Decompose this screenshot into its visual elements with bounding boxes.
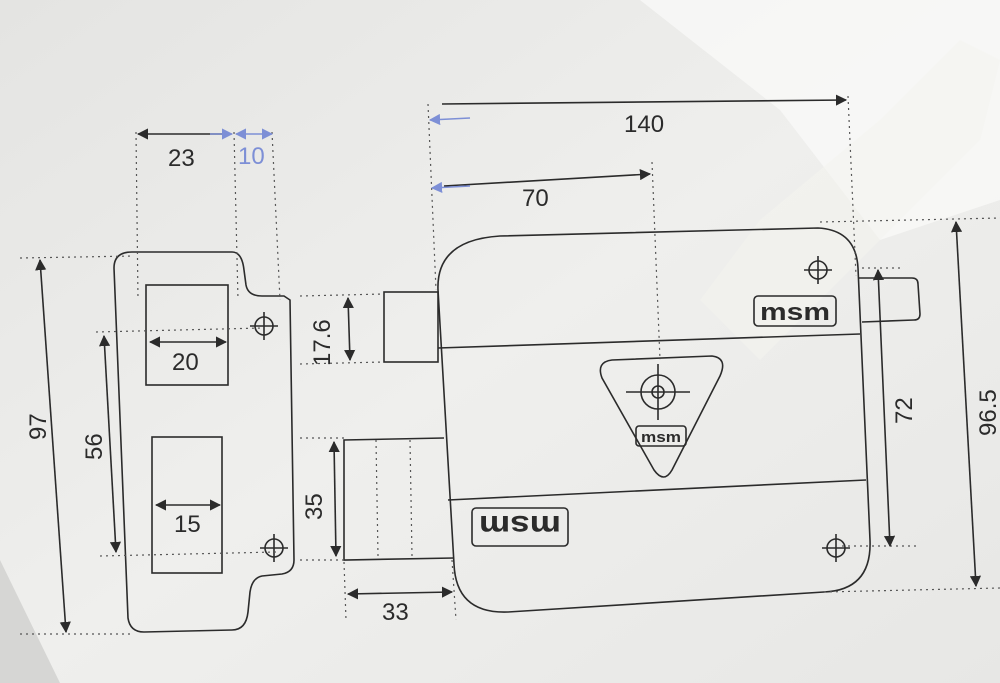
dim-strike-height: 97 [25,413,52,440]
right-tongue [858,277,921,323]
drawing-lines [113,227,921,633]
brand-logo-bottom: msm [479,509,561,542]
dim-strike-lower-opening: 15 [174,511,201,538]
lock-face-line-top [437,333,861,349]
deadbolt [343,437,455,561]
brand-box-bottom [471,507,569,547]
shadow-left-bottom [0,560,60,683]
key-badge [599,355,724,478]
brand-logo-badge: msm [641,429,681,446]
dim-lock-backset: 70 [522,185,549,212]
strike-upper-opening [145,284,229,386]
dim-strike-upper-opening: 20 [172,349,199,376]
glare-keys [700,40,1000,360]
dim-lock-width: 140 [624,111,664,138]
dimension-arrows [35,94,982,634]
brand-logo-top: msm [760,299,830,326]
dim-latch-height: 17.6 [309,319,336,366]
dim-lock-hole-spacing: 72 [891,397,918,424]
brand-box-badge [635,425,687,447]
dim-strike-width: 23 [168,145,195,172]
dim-lock-height: 96.5 [975,389,1000,436]
dim-deadbolt-throw: 33 [382,599,409,626]
dim-deadbolt-height: 35 [301,493,328,520]
dim-strike-hole-spacing: 56 [81,433,108,460]
brand-box-top [753,295,837,327]
strike-lower-opening [151,436,223,574]
latch-bolt [383,291,439,363]
lock-body-outline [437,227,871,613]
extension-lines [19,95,1000,635]
strike-plate-outline [113,251,295,633]
lock-body-divider [447,479,867,501]
dim-strike-lip: 10 [238,143,265,170]
dimension-arrows-blue [210,113,471,194]
